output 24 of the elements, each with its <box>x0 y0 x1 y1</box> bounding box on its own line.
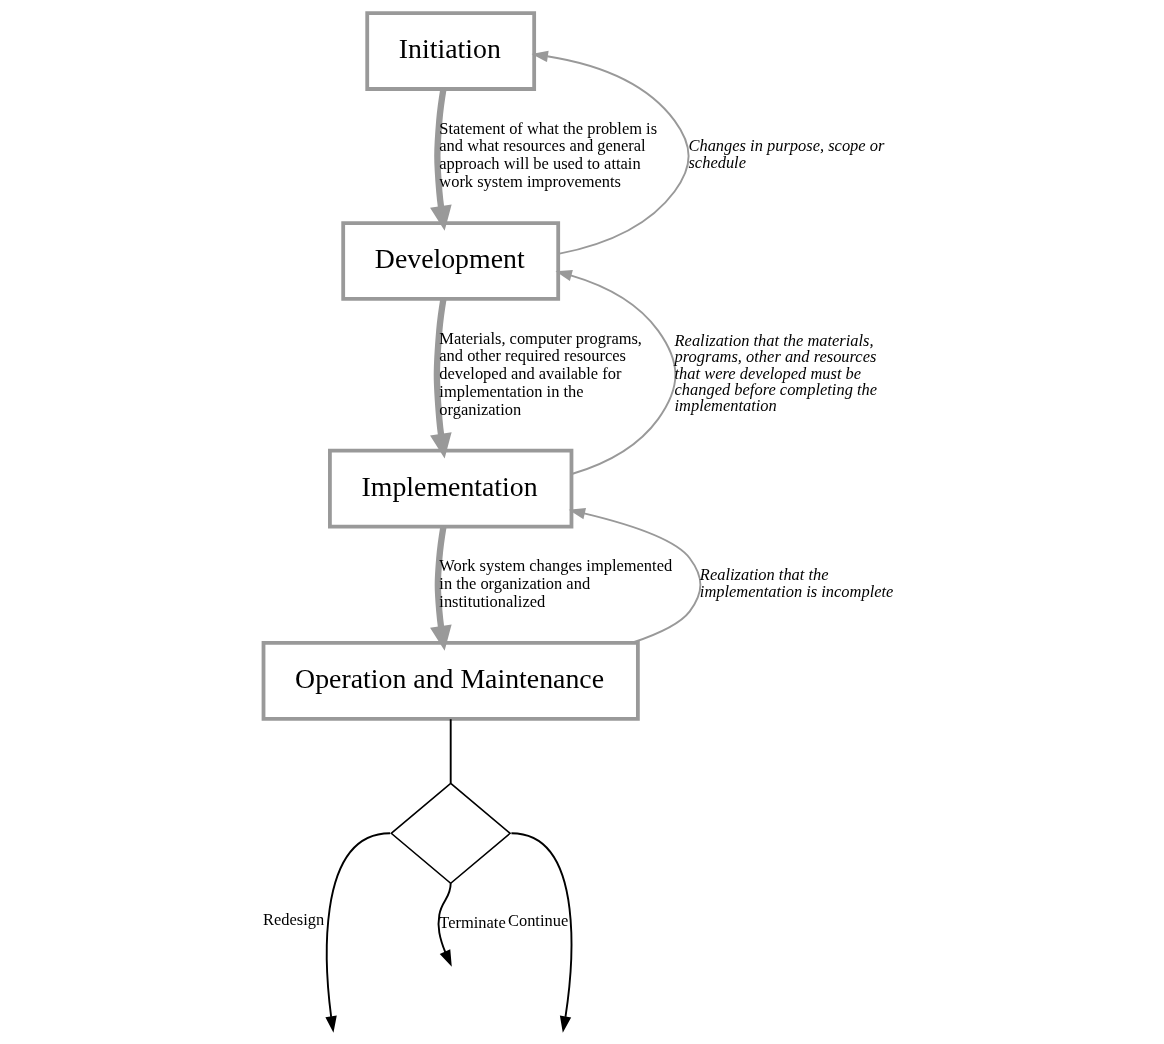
edge-label: Terminate <box>439 913 506 933</box>
arrow <box>430 88 452 231</box>
node-box: Implementation <box>328 448 574 529</box>
arrow <box>437 882 452 967</box>
edge-label: Redesign <box>263 909 325 929</box>
connector <box>449 718 452 784</box>
arrow <box>430 526 452 651</box>
node-box: Initiation <box>365 11 537 91</box>
edge-label: Work system changes implemented in the organization and institutionalized <box>439 556 673 611</box>
arrow <box>430 298 452 459</box>
arrow <box>531 50 690 255</box>
edge-label: Statement of what the problem is and what resources and general approach will be used to attain work system improvements <box>439 118 658 191</box>
node-diamond <box>390 782 512 885</box>
edge-label: Changes in purpose, scope or schedule <box>688 136 885 172</box>
arrow <box>325 832 391 1033</box>
arrow <box>510 832 573 1033</box>
edge-label: Realization that the materials, programs, other and resources that were developed must be changed before completing the implementation <box>674 330 878 416</box>
arrow <box>555 269 677 475</box>
edge-label: Continue <box>507 911 569 931</box>
edge-label: Realization that the implementation is incomplete <box>699 565 894 601</box>
node-box: Development <box>341 221 561 301</box>
edge-label: Materials, computer programs, and other required resources developed and available for implementation in the organization <box>439 328 642 419</box>
node-box: Operation and Maintenance <box>261 641 640 721</box>
arrow <box>568 507 702 644</box>
